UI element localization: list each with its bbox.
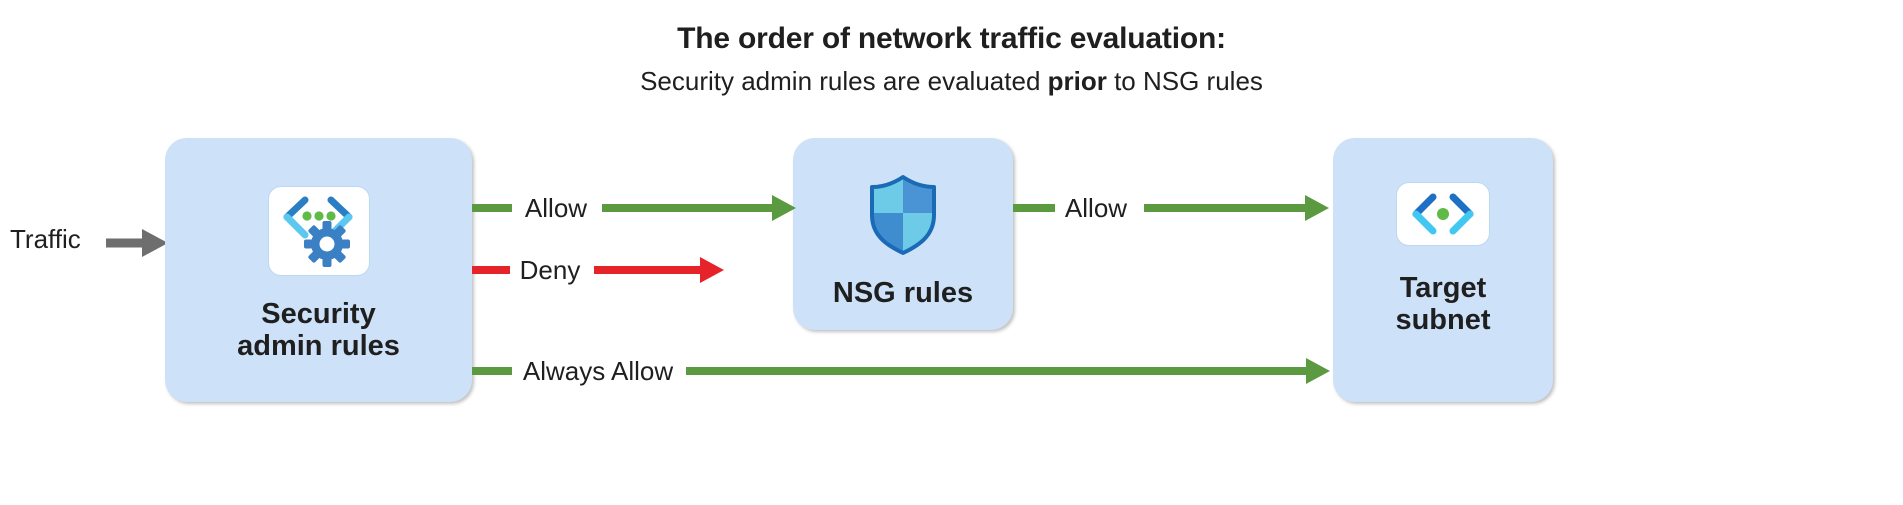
subtitle-part-1: Security admin rules are evaluated	[640, 66, 1048, 96]
node-label-target-subnet: Target subnet	[1395, 272, 1491, 337]
connector-deny	[472, 257, 732, 283]
connector-allow-sec-to-nsg	[472, 195, 802, 221]
subtitle-emphasis: prior	[1047, 66, 1107, 96]
node-label-nsg-rules: NSG rules	[832, 277, 974, 309]
code-brackets-gear-icon	[267, 186, 370, 276]
node-nsg-rules[interactable]: NSG rules	[793, 138, 1013, 330]
shield-icon	[866, 173, 940, 257]
subtitle-part-2: to NSG rules	[1106, 66, 1263, 96]
traffic-label: Traffic	[10, 224, 81, 254]
connector-label-allow-2: Allow	[1064, 193, 1128, 223]
page-title: The order of network traffic evaluation:	[677, 22, 1226, 55]
node-label-security-admin-rules: Security admin rules	[237, 298, 400, 363]
node-target-subnet[interactable]: Target subnet	[1333, 138, 1553, 402]
connector-label-deny: Deny	[519, 255, 581, 285]
connector-label-allow-1: Allow	[524, 193, 588, 223]
page-subtitle: Security admin rules are evaluated prior…	[0, 66, 1903, 97]
connector-always-allow	[472, 358, 1336, 384]
connector-label-always-allow: Always Allow	[522, 356, 674, 386]
node-security-admin-rules[interactable]: Security admin rules	[165, 138, 472, 402]
connector-allow-nsg-to-target	[1013, 195, 1335, 221]
code-brackets-dot-icon	[1396, 182, 1490, 246]
traffic-arrow-icon	[106, 226, 170, 260]
